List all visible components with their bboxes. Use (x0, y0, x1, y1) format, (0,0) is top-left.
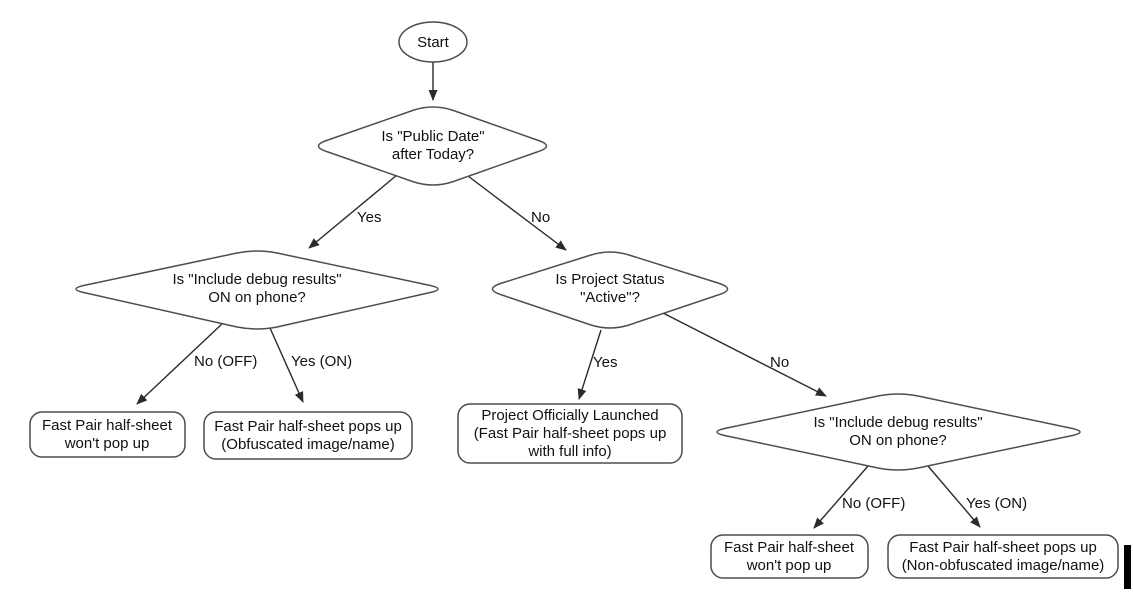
start-label: Start (417, 34, 450, 51)
edge-line-status-yes (577, 329, 602, 400)
debug-right-line1: Is "Include debug results" (813, 414, 982, 431)
edge-debug-left-no: No (OFF) (136, 322, 257, 405)
project-status-line1: Is Project Status (555, 271, 664, 288)
start-terminator-shape (398, 21, 468, 63)
edge-line-public-date-no (467, 175, 567, 251)
edge-label-debug-right-yes: Yes (ON) (966, 495, 1027, 512)
edge-line-debug-right-yes (927, 465, 981, 528)
node-decision-public-date: Is "Public Date" after Today? (317, 106, 548, 186)
edge-label-status-yes: Yes (593, 354, 617, 371)
launched-line3: with full info) (527, 443, 611, 460)
public-date-diamond-shape (317, 106, 548, 186)
edge-line-debug-right-no (813, 465, 869, 529)
non-obfuscated-line1: Fast Pair half-sheet pops up (909, 539, 1097, 556)
obfuscated-line1: Fast Pair half-sheet pops up (214, 418, 402, 435)
node-result-launched: Project Officially Launched (Fast Pair h… (457, 403, 683, 464)
no-popup-right-line2: won't pop up (746, 557, 832, 574)
non-obfuscated-box-shape (887, 534, 1119, 579)
debug-left-line1: Is "Include debug results" (172, 271, 341, 288)
node-start: Start (398, 21, 468, 63)
edge-debug-right-no: No (OFF) (813, 465, 905, 529)
edge-debug-left-yes: Yes (ON) (269, 327, 352, 403)
edge-label-debug-left-no: No (OFF) (194, 353, 257, 370)
edge-label-public-date-yes: Yes (357, 209, 381, 226)
edge-label-debug-right-no: No (OFF) (842, 495, 905, 512)
node-decision-debug-left: Is "Include debug results" ON on phone? (75, 250, 439, 330)
edge-line-debug-left-yes (269, 327, 304, 403)
no-popup-left-line2: won't pop up (64, 435, 150, 452)
edge-debug-right-yes: Yes (ON) (927, 465, 1027, 528)
edges: Yes No No (OFF) Yes (ON) Yes No (136, 62, 1027, 529)
edge-line-debug-left-no (136, 322, 224, 405)
edge-label-public-date-no: No (531, 209, 550, 226)
edge-public-date-no: No (467, 175, 567, 251)
debug-left-diamond-shape (75, 250, 439, 330)
debug-right-diamond-shape (716, 393, 1081, 471)
obfuscated-box-shape (203, 411, 413, 460)
node-result-non-obfuscated: Fast Pair half-sheet pops up (Non-obfusc… (887, 534, 1119, 579)
node-result-obfuscated: Fast Pair half-sheet pops up (Obfuscated… (203, 411, 413, 460)
node-decision-project-status: Is Project Status "Active"? (491, 251, 729, 329)
edge-line-public-date-yes (308, 174, 398, 249)
node-decision-debug-right: Is "Include debug results" ON on phone? (716, 393, 1081, 471)
edge-status-no: No (662, 312, 827, 397)
no-popup-right-line1: Fast Pair half-sheet (724, 539, 855, 556)
debug-left-line2: ON on phone? (208, 289, 306, 306)
edge-public-date-yes: Yes (308, 174, 398, 249)
nodes: Start Is "Public Date" after Today? Is "… (29, 21, 1119, 579)
project-status-diamond-shape (491, 251, 729, 329)
project-status-line2: "Active"? (580, 289, 640, 306)
launched-box-shape (457, 403, 683, 464)
public-date-line2: after Today? (392, 146, 474, 163)
node-result-no-popup-right: Fast Pair half-sheet won't pop up (710, 534, 869, 579)
edge-status-yes: Yes (577, 329, 617, 400)
text-caret (1124, 545, 1131, 589)
edge-label-status-no: No (770, 354, 789, 371)
debug-right-line2: ON on phone? (849, 432, 947, 449)
node-result-no-popup-left: Fast Pair half-sheet won't pop up (29, 411, 186, 458)
non-obfuscated-line2: (Non-obfuscated image/name) (902, 557, 1105, 574)
no-popup-left-line1: Fast Pair half-sheet (42, 417, 173, 434)
edge-line-status-no (662, 312, 827, 397)
no-popup-left-box-shape (29, 411, 186, 458)
edge-label-debug-left-yes: Yes (ON) (291, 353, 352, 370)
no-popup-right-box-shape (710, 534, 869, 579)
launched-line2: (Fast Pair half-sheet pops up (474, 425, 667, 442)
obfuscated-line2: (Obfuscated image/name) (221, 436, 394, 453)
launched-line1: Project Officially Launched (481, 407, 658, 424)
public-date-line1: Is "Public Date" (381, 128, 484, 145)
